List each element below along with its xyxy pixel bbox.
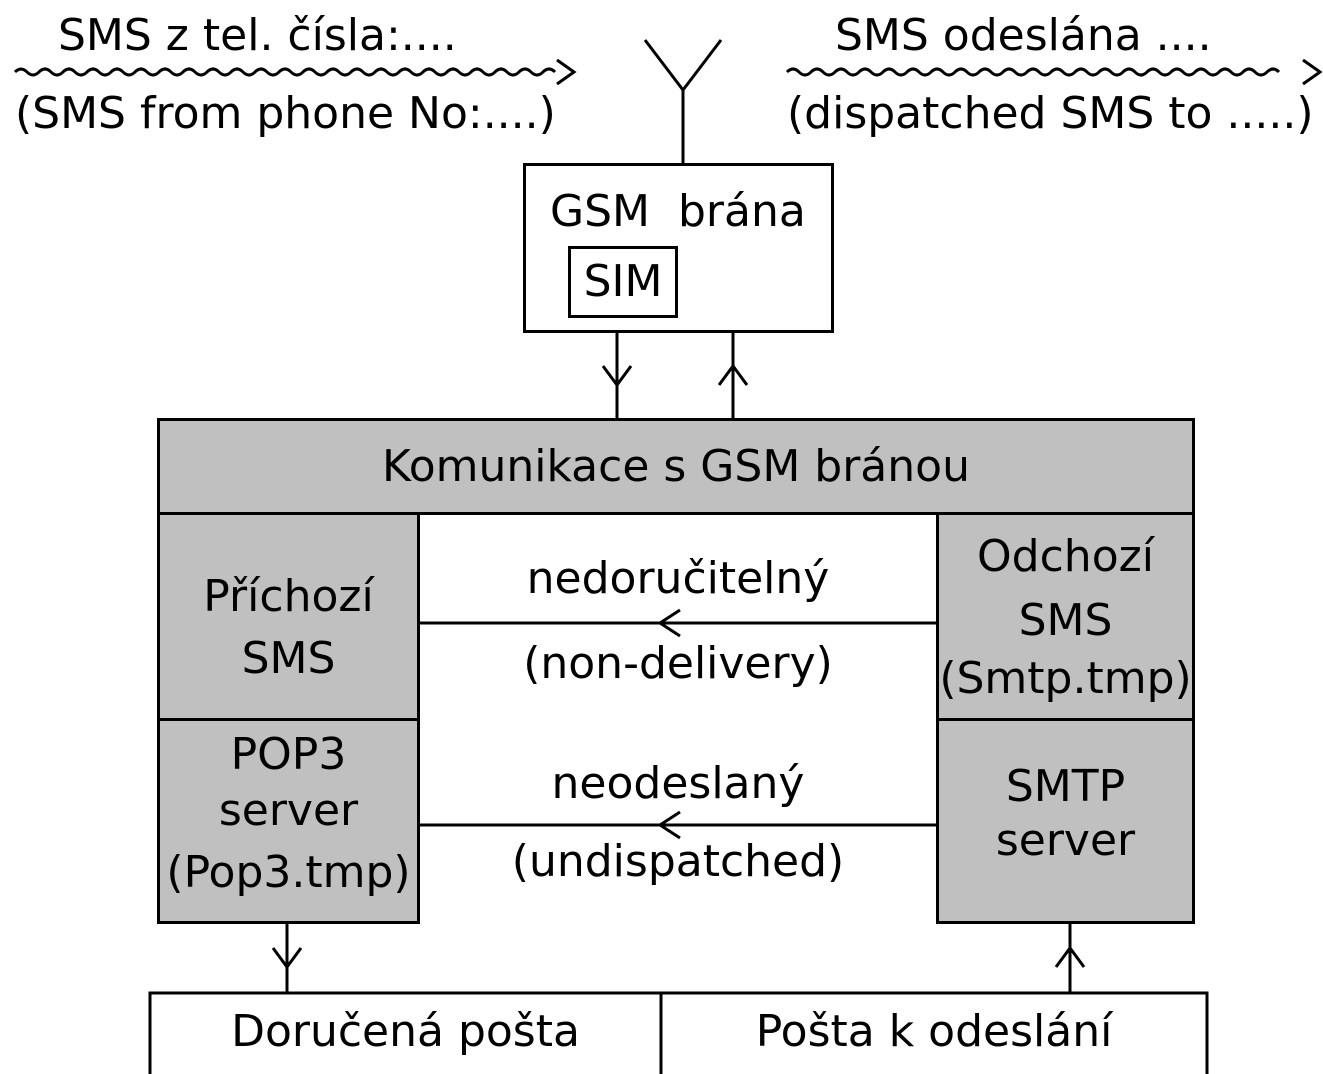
- pop3-server-module: POP3 server (Pop3.tmp): [157, 718, 420, 924]
- antenna-icon: [643, 39, 723, 163]
- gsm-gateway-title: GSM brána: [550, 186, 806, 237]
- outbox-to-smtp-arrow: [1054, 922, 1086, 992]
- outgoing-sms-line2: SMS: [1018, 595, 1113, 646]
- incoming-sms-label-en: (SMS from phone No:....): [15, 88, 556, 139]
- pop3-line3: (Pop3.tmp): [166, 847, 411, 898]
- delivered-mail-label: Doručená pošta: [231, 1006, 580, 1057]
- smtp-server-module: SMTP server: [936, 718, 1195, 924]
- sim-label: SIM: [583, 256, 663, 307]
- gsm-gateway-box: GSM brána SIM: [523, 163, 834, 333]
- comm-module: Komunikace s GSM bránou: [157, 418, 1195, 515]
- pop3-line1: POP3: [230, 729, 347, 780]
- outbox-mail-label: Pošta k odeslání: [755, 1006, 1113, 1057]
- incoming-sms-module: Příchozí SMS: [157, 512, 420, 721]
- smtp-line1: SMTP: [1005, 761, 1126, 812]
- outgoing-sms-label-en: (dispatched SMS to .....): [787, 88, 1314, 139]
- nondelivery-label: nedoručitelný: [526, 553, 830, 604]
- comm-to-gateway-arrow: [717, 332, 749, 420]
- smtp-line2: server: [995, 815, 1136, 866]
- nondelivery-label-en: (non-delivery): [523, 638, 833, 689]
- incoming-sms-label: SMS z tel. čísla:....: [58, 10, 457, 61]
- undispatched-label: neodeslaný: [551, 758, 805, 809]
- outgoing-sms-line1: Odchozí: [977, 531, 1154, 582]
- pop3-to-delivered-arrow: [271, 922, 303, 992]
- outgoing-sms-label: SMS odeslána ....: [835, 10, 1212, 61]
- nondelivery-arrow: [418, 608, 938, 638]
- pop3-line2: server: [218, 785, 359, 836]
- outgoing-sms-wavy-arrow: [785, 58, 1323, 86]
- incoming-sms-line2: SMS: [241, 633, 336, 684]
- incoming-sms-line1: Příchozí: [203, 571, 374, 622]
- outgoing-sms-line3: (Smtp.tmp): [939, 653, 1192, 704]
- undispatched-arrow: [418, 810, 938, 840]
- outgoing-sms-module: Odchozí SMS (Smtp.tmp): [936, 512, 1195, 721]
- comm-module-label: Komunikace s GSM bránou: [382, 441, 970, 492]
- undispatched-label-en: (undispatched): [511, 836, 845, 887]
- incoming-sms-wavy-arrow: [13, 58, 577, 86]
- sim-card-box: SIM: [568, 246, 678, 318]
- mailbox-table-lines: [148, 991, 1209, 1074]
